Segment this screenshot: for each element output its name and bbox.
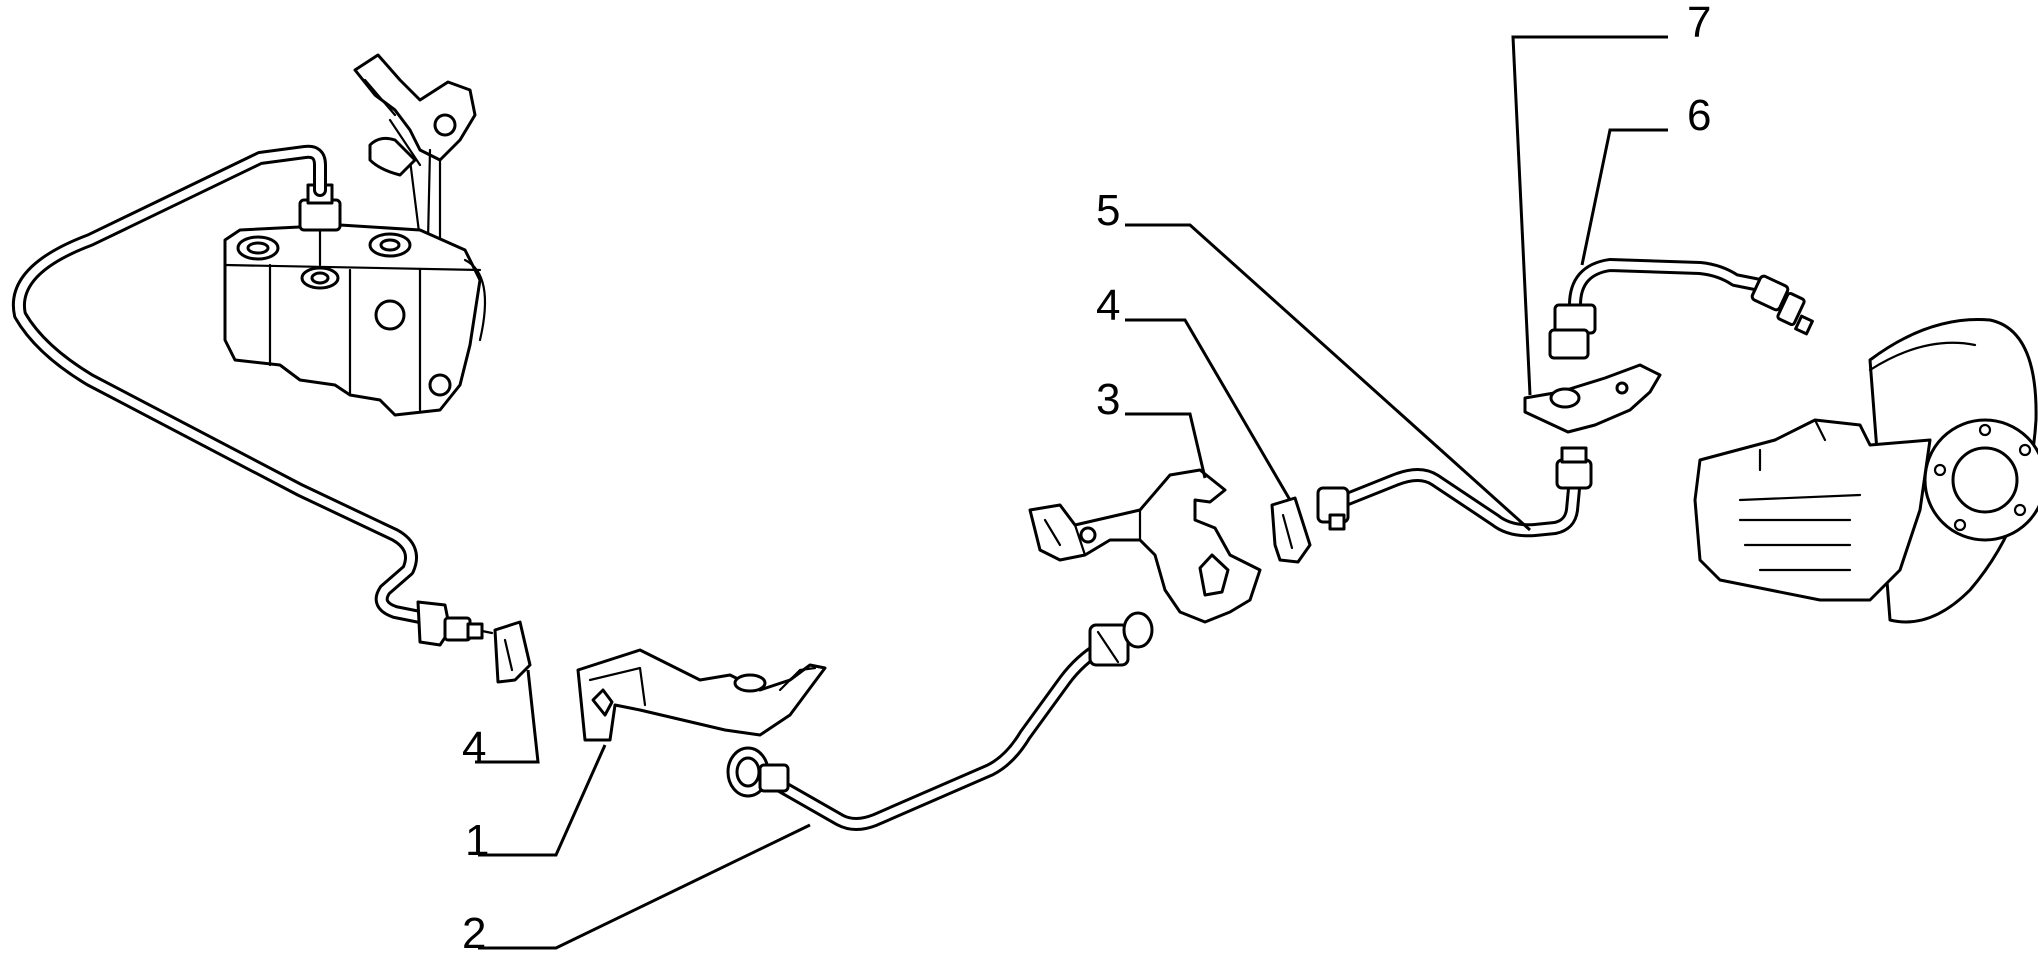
leader-4-left [475,669,540,764]
rigid-brake-pipe-2 [726,611,1154,831]
callout-6: 6 [1687,91,1711,140]
callout-1: 1 [465,816,489,865]
leader-3 [1125,412,1207,479]
callout-2: 2 [462,909,486,954]
leader-4-right [1125,318,1292,501]
leader-lines [475,35,1668,950]
leader-2 [478,823,811,950]
callout-3: 3 [1096,375,1120,424]
bracket-1 [576,648,827,742]
brake-disc-and-caliper [1693,318,2038,624]
brake-pressure-regulator [223,53,487,417]
flexible-brake-hose-6 [1548,258,1814,360]
rigid-brake-pipe-left [11,144,494,647]
callout-4-left: 4 [462,723,486,772]
clip-left [493,620,532,684]
rigid-brake-pipe-5 [1316,446,1593,538]
leader-6 [1580,128,1668,266]
callout-7: 7 [1687,0,1711,47]
leader-7 [1511,35,1668,396]
leader-5 [1125,223,1532,532]
bracket-7 [1523,363,1662,434]
callout-4-right: 4 [1096,281,1120,330]
leader-1 [478,744,607,857]
bracket-3 [1028,468,1262,624]
clip-right [1270,496,1312,564]
callout-5: 5 [1096,186,1120,235]
